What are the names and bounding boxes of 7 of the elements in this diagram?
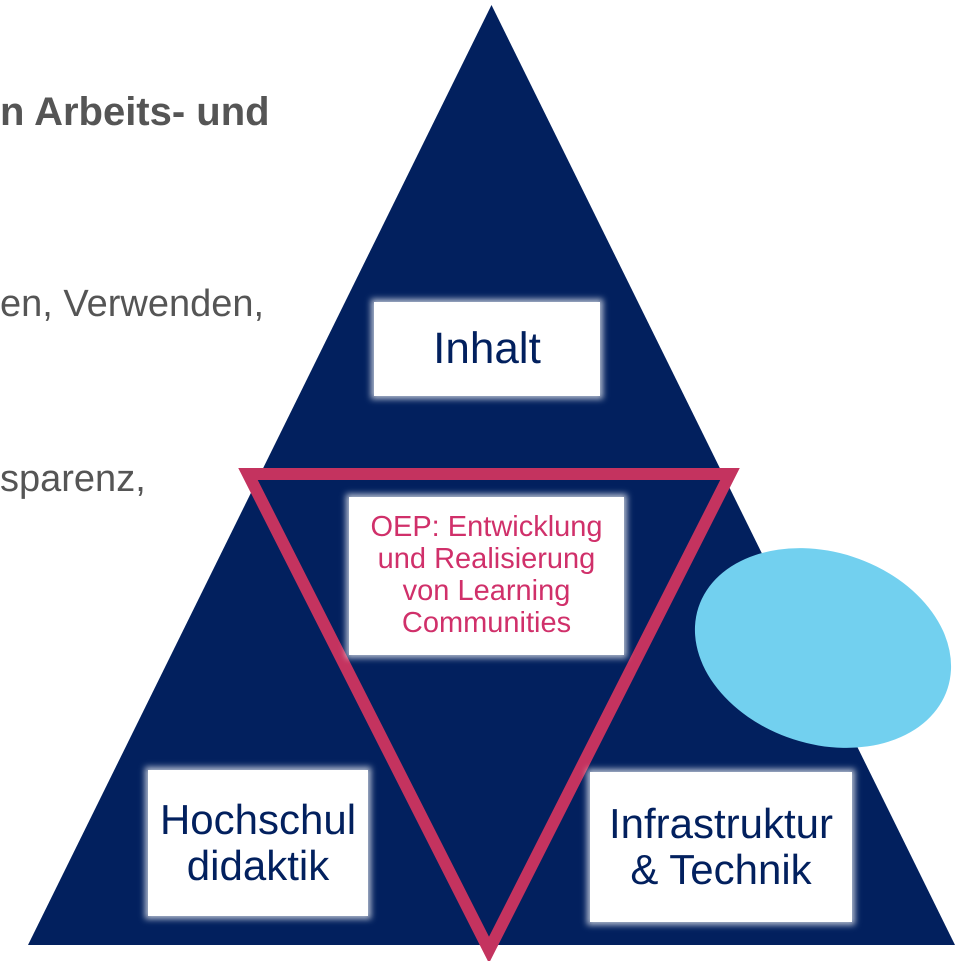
body-text: n Arbeits- und [0, 90, 270, 135]
topic-box: OEP: Entwicklung und Realisierung von Learning Communities [349, 497, 624, 655]
topic-box: Inhalt [374, 302, 600, 396]
body-text: en, Verwenden, [0, 283, 264, 326]
body-text: sparenz, [0, 458, 146, 501]
topic-box: Infrastruktur & Technik [590, 772, 852, 922]
topic-box: Hochschul didaktik [148, 770, 368, 916]
